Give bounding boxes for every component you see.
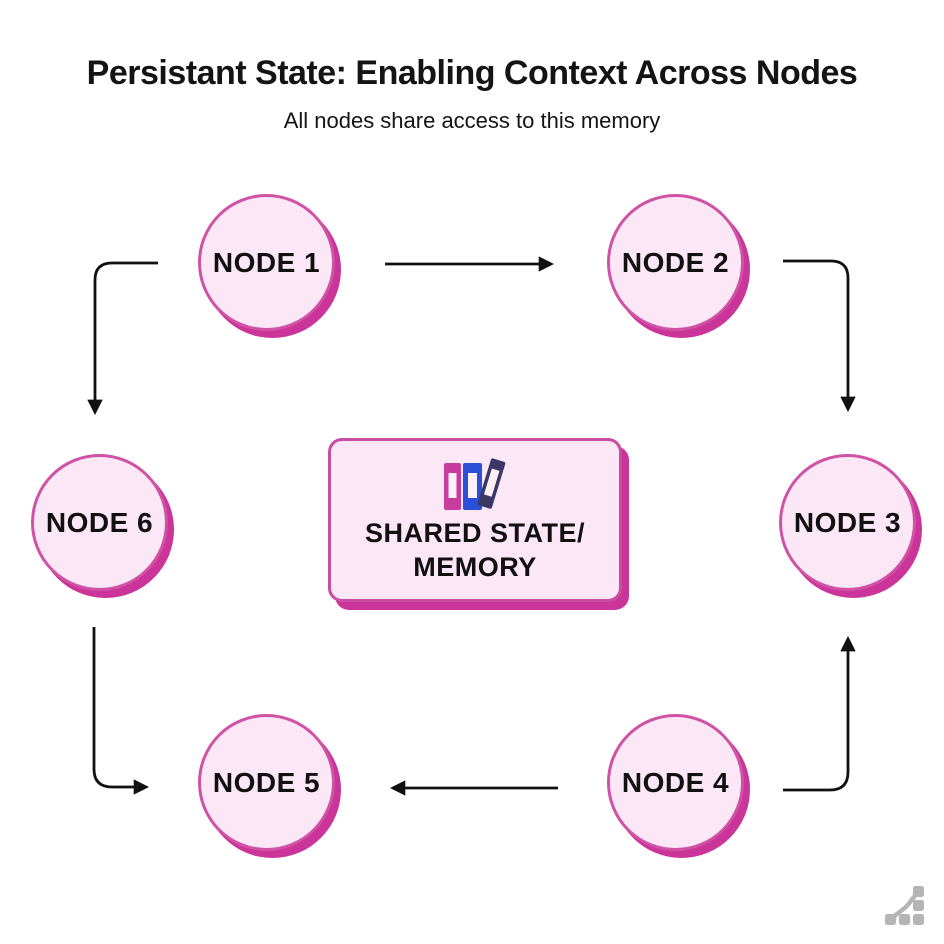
node-1-label: NODE 1 [212,246,321,278]
node-4-circle: NODE 4 [607,714,744,851]
shared-state-label-line1: SHARED STATE/ [364,518,585,549]
stairs-growth-logo-icon [885,886,924,925]
node-2-circle: NODE 2 [607,194,744,331]
node-6-circle: NODE 6 [31,454,168,591]
shared-state-box: SHARED STATE/ MEMORY [328,438,622,602]
arrow-node6-to-node5 [92,627,150,795]
page-title: Persistant State: Enabling Context Acros… [86,54,858,92]
arrow-node2-to-node3 [783,259,856,413]
node-1-circle: NODE 1 [198,194,335,331]
node-4-label: NODE 4 [621,766,730,798]
arrow-node4-to-node3 [783,635,856,792]
arrow-node1-to-node6 [87,261,158,416]
node-6-label: NODE 6 [45,506,154,538]
node-3-circle: NODE 3 [779,454,916,591]
books-icon [444,458,506,511]
shared-state-label-line2: MEMORY [413,552,537,582]
page-subtitle: All nodes share access to this memory [283,108,661,133]
node-2-label: NODE 2 [621,246,730,278]
node-5-label: NODE 5 [212,766,321,798]
node-3-label: NODE 3 [793,506,902,538]
node-5-circle: NODE 5 [198,714,335,851]
